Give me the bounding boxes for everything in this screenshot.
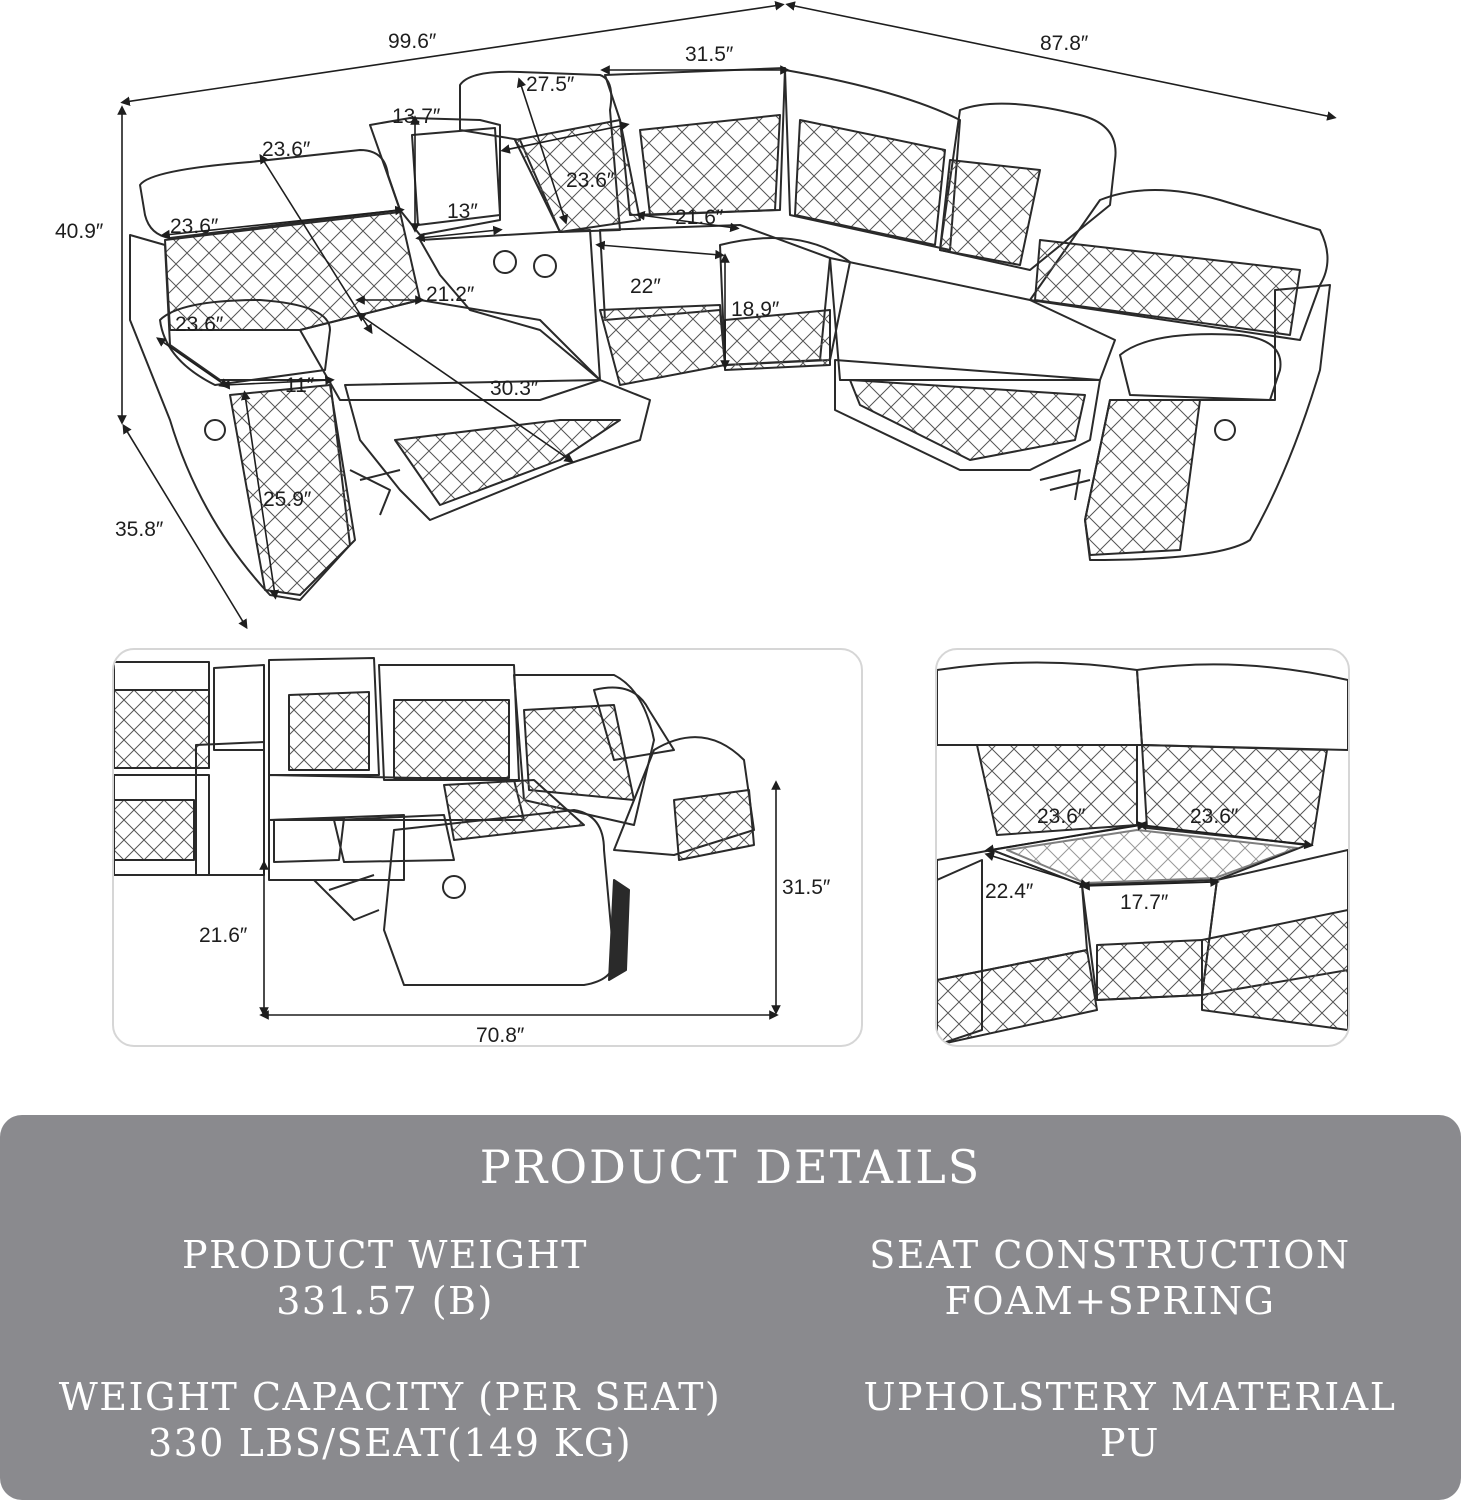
sectional-diagram: 99.6″ 87.8″ 40.9″ 35.8″ 27.5″ 31.5″ 13.7… — [55, 0, 1337, 630]
dim-corner-side-left: 23.6″ — [1037, 805, 1086, 828]
sectional-line-drawing — [117, 0, 1337, 630]
dim-arm-height: 25.9″ — [263, 488, 312, 511]
spec-label: PRODUCT WEIGHT — [182, 1233, 588, 1277]
dim-seat-back-diag: 23.6″ — [262, 138, 311, 161]
dim-arm-width: 11″ — [285, 374, 315, 397]
dim-footrest-extension: 30.3″ — [490, 377, 539, 400]
dim-overall-width-right: 87.8″ — [1040, 32, 1089, 55]
dim-seat-depth-left: 21.2″ — [426, 283, 475, 306]
dim-overall-depth: 35.8″ — [115, 518, 164, 541]
dim-seat-width-left: 23.6″ — [170, 215, 219, 238]
spec-value: 330 LBS/SEAT(149 KG) — [147, 1421, 633, 1465]
side-view-drawing — [114, 657, 781, 1020]
dim-side-footrest-height: 21.6″ — [199, 924, 248, 947]
spec-upholstery-material: UPHOLSTERY MATERIAL PU — [830, 1374, 1430, 1466]
dim-corner-side-right: 23.6″ — [1190, 805, 1239, 828]
dim-overall-height: 40.9″ — [55, 220, 104, 243]
product-details-title: PRODUCT DETAILS — [479, 1140, 982, 1194]
dim-overall-width-left: 99.6″ — [388, 30, 437, 53]
spec-value: 331.57 (B) — [276, 1279, 494, 1323]
dim-corner-depth: 22.4″ — [985, 880, 1034, 903]
spec-value: PU — [1100, 1421, 1160, 1465]
spec-seat-construction: SEAT CONSTRUCTION FOAM+SPRING — [820, 1232, 1400, 1324]
dim-seat-height: 18.9″ — [731, 298, 780, 321]
spec-value: FOAM+SPRING — [944, 1279, 1276, 1323]
dim-arm-length: 23.6″ — [175, 313, 224, 336]
dim-side-reclined-depth: 70.8″ — [476, 1024, 525, 1047]
spec-label: UPHOLSTERY MATERIAL — [863, 1375, 1397, 1419]
dim-corner-back: 31.5″ — [685, 43, 734, 66]
dim-back-height-mid: 23.6″ — [566, 169, 615, 192]
dim-corner-seat-front: 22″ — [630, 275, 661, 298]
spec-weight-capacity: WEIGHT CAPACITY (PER SEAT) 330 LBS/SEAT(… — [40, 1374, 740, 1466]
dim-console-lid: 13.7″ — [392, 105, 441, 128]
spec-product-weight: PRODUCT WEIGHT 331.57 (B) — [100, 1232, 670, 1324]
dim-corner-seat-depth: 21.6″ — [675, 206, 724, 229]
side-view-panel: 31.5″ 21.6″ 70.8″ — [112, 648, 863, 1047]
dim-side-height: 31.5″ — [782, 876, 831, 899]
product-details-panel — [0, 1115, 1461, 1500]
spec-label: WEIGHT CAPACITY (PER SEAT) — [58, 1375, 722, 1419]
corner-view-panel: 23.6″ 23.6″ 22.4″ 17.7″ — [935, 648, 1350, 1047]
dim-console-width: 13″ — [447, 200, 478, 223]
dim-corner-front-width: 17.7″ — [1120, 891, 1169, 914]
dim-headrest-top: 27.5″ — [526, 73, 575, 96]
spec-label: SEAT CONSTRUCTION — [869, 1233, 1351, 1277]
corner-view-drawing — [937, 661, 1348, 1045]
